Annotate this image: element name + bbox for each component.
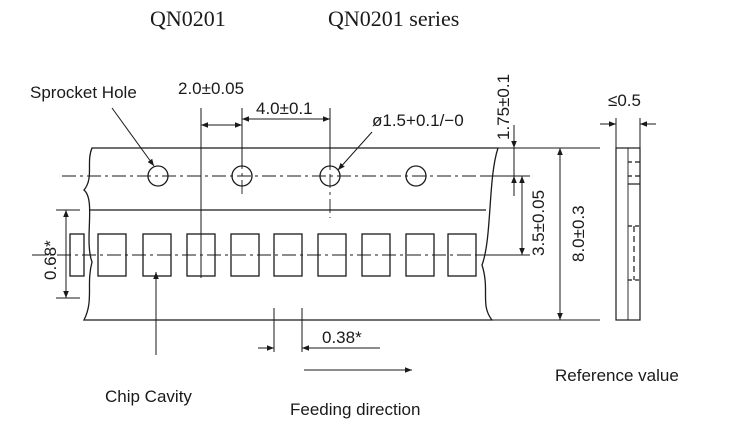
chip-cavity-label: Chip Cavity [105, 387, 192, 406]
hole-to-cavity-dim: 3.5±0.05 [529, 190, 548, 256]
thickness-dim: ≤0.5 [608, 91, 641, 110]
carrier-tape [82, 147, 499, 321]
part-number-title: QN0201 [150, 6, 226, 31]
cavity-height-dim: 0.68* [41, 240, 60, 280]
reference-value-label: Reference value [555, 366, 679, 385]
sprocket-hole-label: Sprocket Hole [30, 83, 137, 102]
center-lines [32, 124, 500, 278]
tape-width-dim: 8.0±0.3 [569, 205, 588, 262]
hole-offset-dim: 2.0±0.05 [178, 79, 244, 98]
edge-to-hole-dim: 1.75±0.1 [494, 74, 513, 140]
cavity-gap-dim: 0.38* [322, 328, 362, 347]
tape-side-profile [615, 147, 641, 321]
hole-pitch-dim: 4.0±0.1 [256, 99, 313, 118]
series-title: QN0201 series [328, 6, 459, 31]
hole-diameter-dim: ø1.5+0.1/−0 [372, 111, 464, 130]
dimension-lines [56, 107, 656, 373]
feeding-direction-label: Feeding direction [290, 400, 420, 419]
